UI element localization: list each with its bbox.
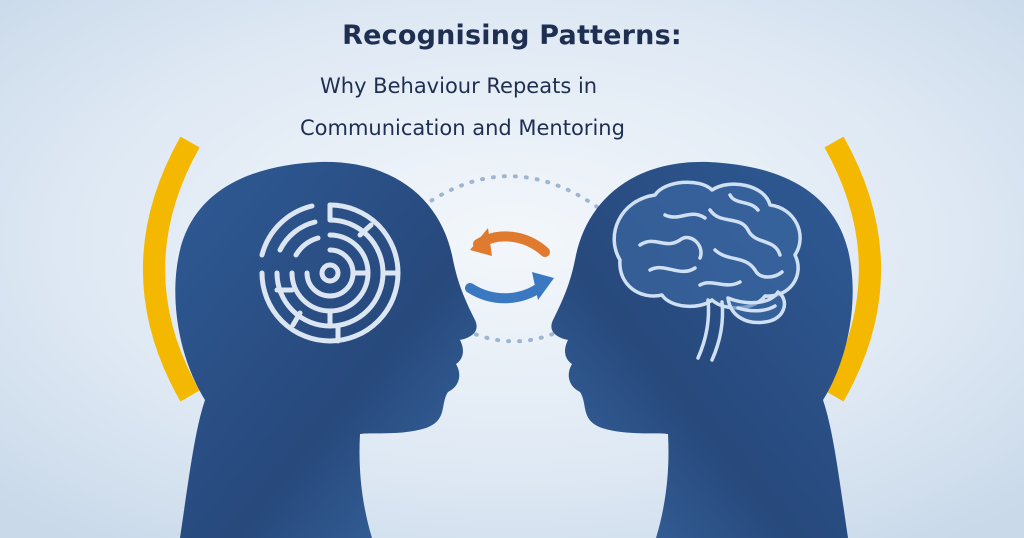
page-title: Recognising Patterns:	[342, 20, 682, 51]
arrow-blue-icon	[465, 281, 547, 304]
left-bracket	[143, 136, 200, 402]
subtitle-line-1: Why Behaviour Repeats in	[320, 74, 598, 98]
brain-icon	[612, 180, 802, 362]
exchange-arrows-icon	[465, 228, 554, 304]
dotted-arc-top	[403, 174, 622, 227]
subtitle-line-2: Communication and Mentoring	[300, 116, 625, 140]
left-head-silhouette	[175, 161, 477, 538]
dotted-arc-bottom	[418, 298, 602, 344]
right-bracket	[824, 136, 881, 402]
arrow-blue-head-icon	[532, 272, 554, 300]
maze-icon	[259, 202, 401, 344]
arrow-orange-head-icon	[470, 228, 492, 256]
